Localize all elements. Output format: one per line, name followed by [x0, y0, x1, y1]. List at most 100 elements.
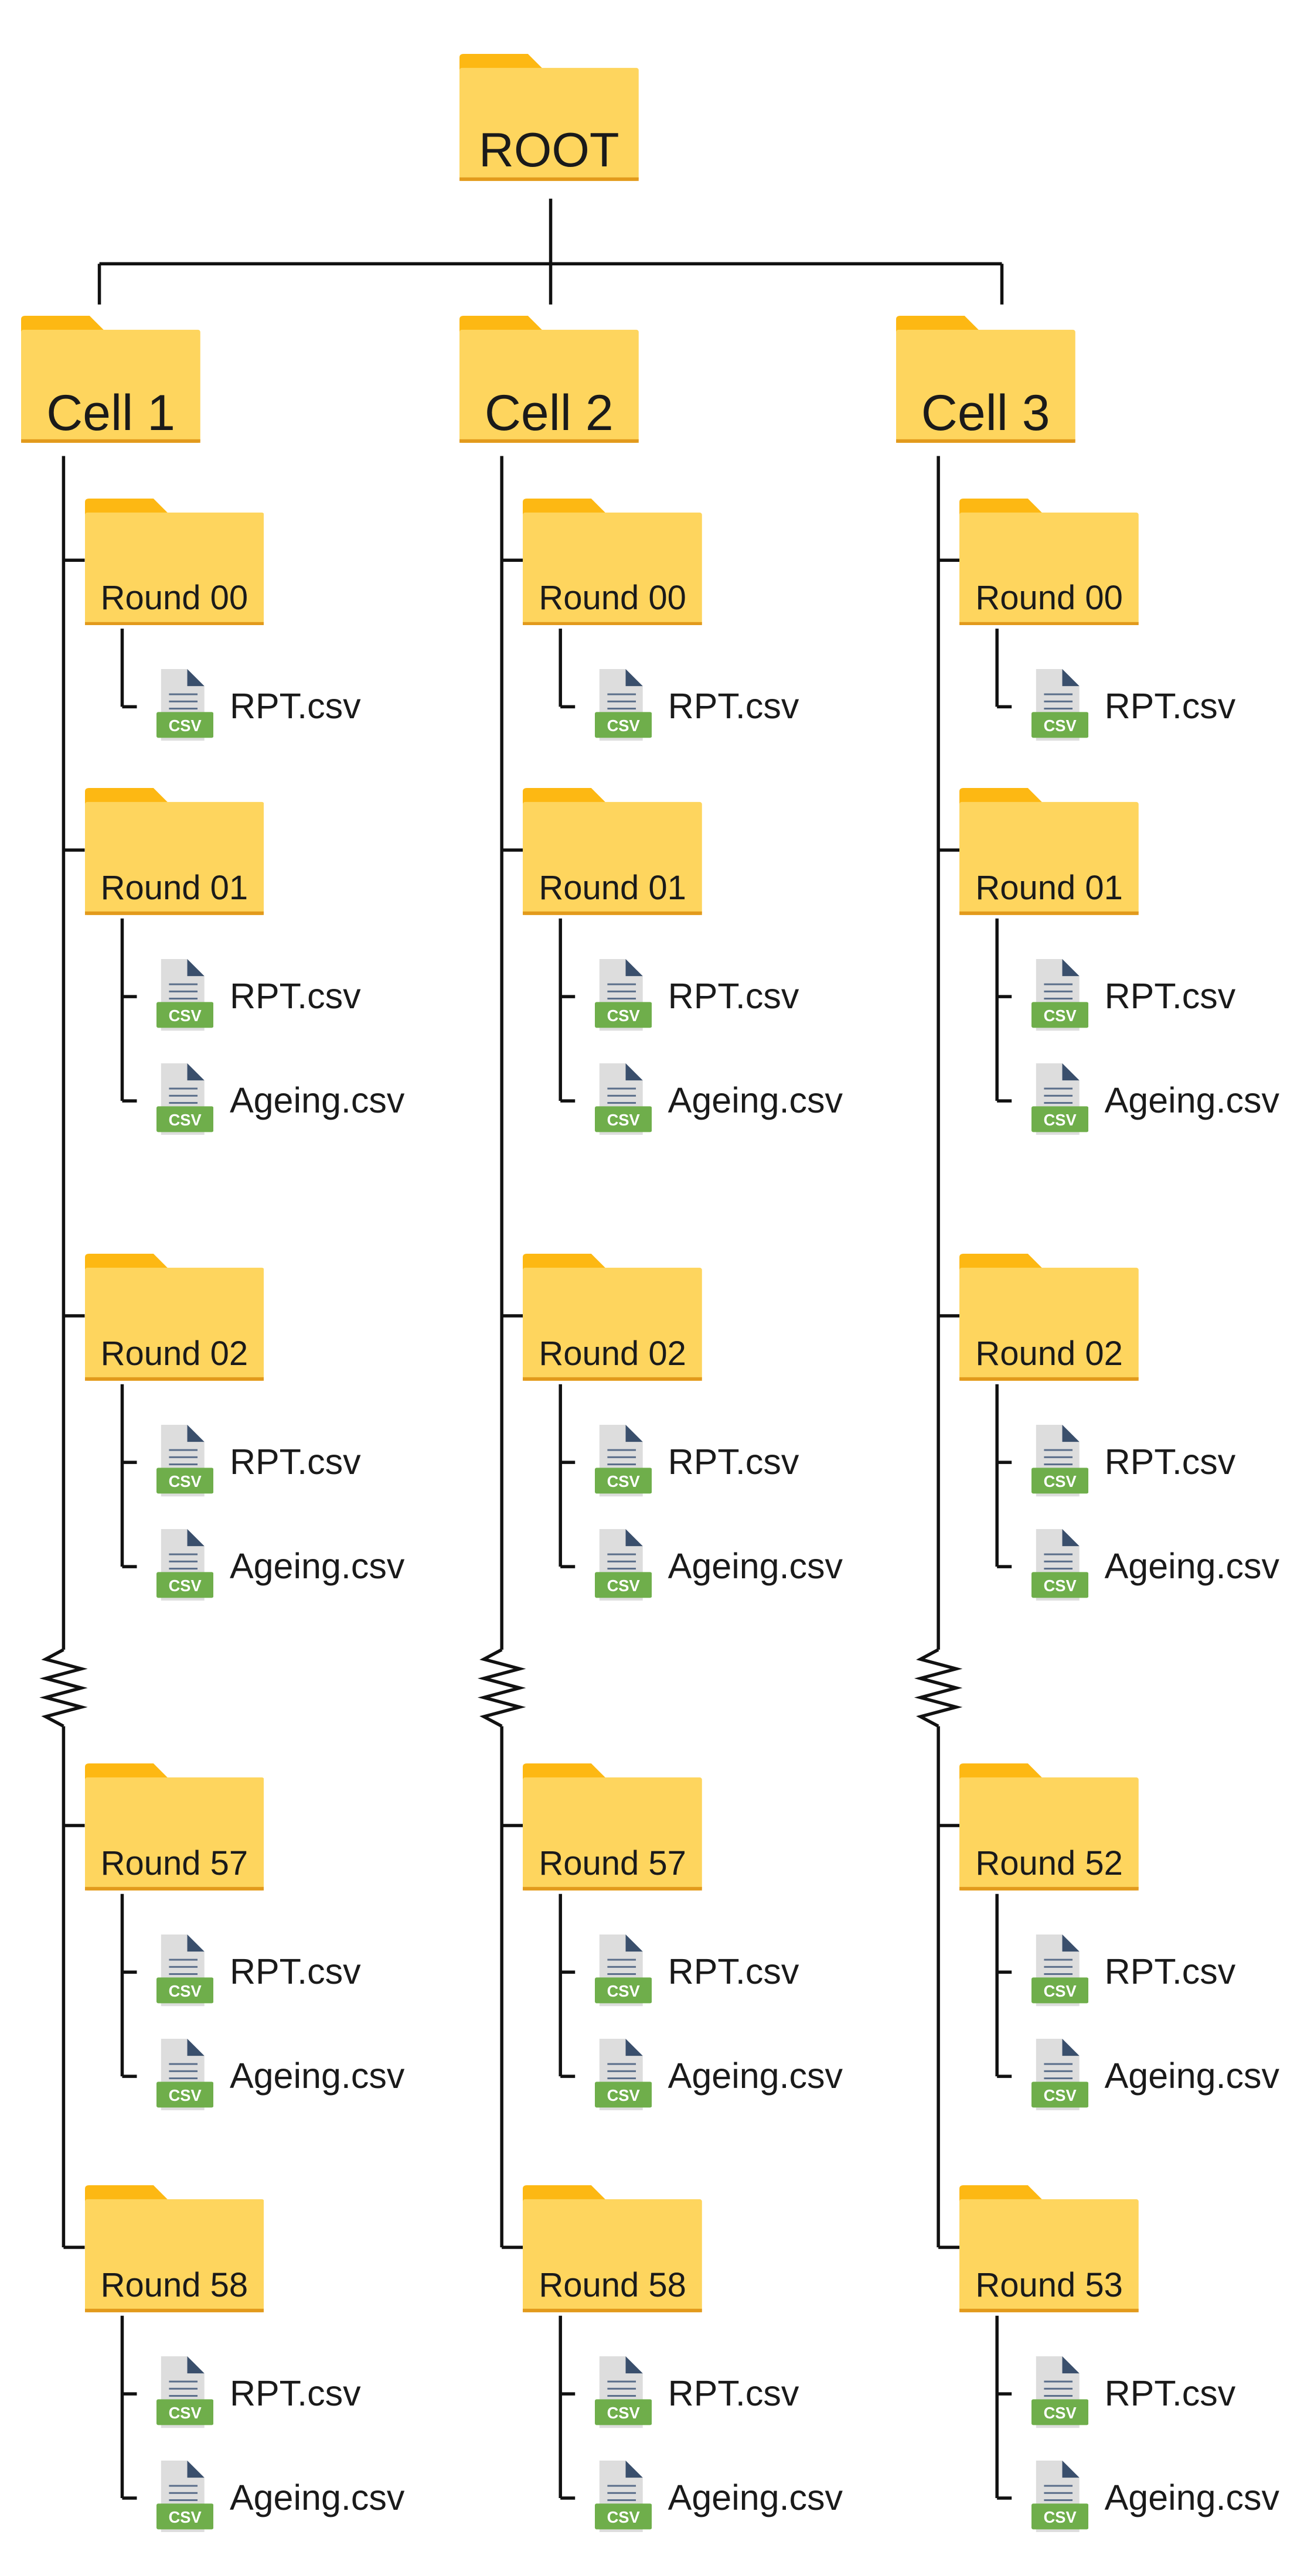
- folder-label: Cell 3: [921, 384, 1050, 441]
- csv-file-icon: CSV: [1031, 959, 1088, 1031]
- folder-label: ROOT: [478, 122, 619, 178]
- csv-badge: CSV: [607, 716, 640, 735]
- csv-badge: CSV: [607, 1111, 640, 1129]
- round-folder[interactable]: Round 00: [523, 498, 703, 626]
- csv-file-icon: CSV: [1031, 1425, 1088, 1497]
- folder-label: Cell 2: [484, 384, 614, 441]
- csv-file-icon: CSV: [156, 1425, 214, 1497]
- csv-file-icon: CSV: [156, 1063, 214, 1135]
- csv-badge: CSV: [168, 1577, 202, 1595]
- csv-badge: CSV: [168, 2086, 202, 2104]
- csv-file-icon: CSV: [594, 1529, 652, 1601]
- round-folder[interactable]: Round 00: [959, 498, 1139, 626]
- csv-badge: CSV: [168, 2508, 202, 2526]
- file-name[interactable]: Ageing.csv: [1104, 1080, 1280, 1121]
- folder-icon: [523, 1254, 703, 1381]
- round-folder[interactable]: Round 01: [959, 788, 1139, 916]
- round-folder[interactable]: Round 57: [84, 1763, 264, 1891]
- folder-icon: [959, 498, 1139, 626]
- file-name[interactable]: RPT.csv: [1104, 2373, 1236, 2414]
- csv-badge: CSV: [607, 1006, 640, 1025]
- csv-file-icon: CSV: [594, 1425, 652, 1497]
- file-name[interactable]: RPT.csv: [1104, 1951, 1236, 1992]
- file-name[interactable]: Ageing.csv: [668, 2056, 843, 2096]
- round-folder[interactable]: Round 57: [523, 1763, 703, 1891]
- file-name[interactable]: Ageing.csv: [229, 2478, 405, 2518]
- round-folder[interactable]: Round 01: [523, 788, 703, 916]
- folder-icon: [523, 498, 703, 626]
- file-name[interactable]: Ageing.csv: [1104, 2478, 1280, 2518]
- file-name[interactable]: RPT.csv: [1104, 1442, 1236, 1482]
- folder-icon: [959, 2185, 1139, 2313]
- csv-badge: CSV: [168, 2404, 202, 2422]
- file-name[interactable]: RPT.csv: [1104, 686, 1236, 726]
- round-folder[interactable]: Round 53: [959, 2185, 1139, 2313]
- folder-icon: [459, 53, 639, 181]
- discontinuity-zigzag: [477, 1648, 526, 1728]
- file-name[interactable]: RPT.csv: [1104, 976, 1236, 1016]
- file-name[interactable]: Ageing.csv: [1104, 1546, 1280, 1586]
- csv-badge: CSV: [1043, 2086, 1077, 2104]
- folder-icon: [84, 788, 264, 916]
- cell-folder-2[interactable]: Cell 2: [459, 316, 639, 443]
- csv-file-icon: CSV: [1031, 1529, 1088, 1601]
- folder-icon: [84, 498, 264, 626]
- file-name[interactable]: RPT.csv: [229, 976, 361, 1016]
- discontinuity-zigzag: [39, 1648, 88, 1728]
- csv-badge: CSV: [1043, 1982, 1077, 2000]
- round-folder[interactable]: Round 00: [84, 498, 264, 626]
- csv-badge: CSV: [607, 2404, 640, 2422]
- file-name[interactable]: RPT.csv: [668, 2373, 799, 2414]
- csv-file-icon: CSV: [594, 1063, 652, 1135]
- file-name[interactable]: Ageing.csv: [668, 2478, 843, 2518]
- round-folder[interactable]: Round 02: [84, 1254, 264, 1381]
- folder-label: Round 00: [975, 579, 1123, 617]
- folder-label: Round 58: [100, 2266, 248, 2305]
- csv-file-icon: CSV: [594, 959, 652, 1031]
- round-folder[interactable]: Round 58: [523, 2185, 703, 2313]
- file-name[interactable]: RPT.csv: [668, 1442, 799, 1482]
- file-name[interactable]: RPT.csv: [229, 2373, 361, 2414]
- folder-label: Round 01: [539, 869, 686, 907]
- file-name[interactable]: Ageing.csv: [668, 1546, 843, 1586]
- round-folder[interactable]: Round 52: [959, 1763, 1139, 1891]
- csv-file-icon: CSV: [156, 669, 214, 741]
- round-folder[interactable]: Round 02: [523, 1254, 703, 1381]
- file-name[interactable]: RPT.csv: [229, 686, 361, 726]
- folder-icon: [21, 316, 200, 443]
- round-folder[interactable]: Round 58: [84, 2185, 264, 2313]
- cell-folder-3[interactable]: Cell 3: [896, 316, 1075, 443]
- file-name[interactable]: RPT.csv: [668, 976, 799, 1016]
- round-folder[interactable]: Round 01: [84, 788, 264, 916]
- csv-file-icon: CSV: [1031, 2356, 1088, 2428]
- folder-label: Round 02: [100, 1335, 248, 1373]
- file-name[interactable]: Ageing.csv: [229, 2056, 405, 2096]
- discontinuity-zigzag: [914, 1648, 963, 1728]
- round-folder[interactable]: Round 02: [959, 1254, 1139, 1381]
- file-name[interactable]: RPT.csv: [668, 686, 799, 726]
- csv-file-icon: CSV: [156, 2356, 214, 2428]
- csv-badge: CSV: [1043, 1006, 1077, 1025]
- cell-folder-1[interactable]: Cell 1: [21, 316, 200, 443]
- file-name[interactable]: RPT.csv: [229, 1951, 361, 1992]
- file-name[interactable]: Ageing.csv: [1104, 2056, 1280, 2096]
- folder-label: Round 02: [539, 1335, 686, 1373]
- file-name[interactable]: Ageing.csv: [229, 1080, 405, 1121]
- csv-file-icon: CSV: [594, 669, 652, 741]
- csv-badge: CSV: [607, 2086, 640, 2104]
- file-name[interactable]: Ageing.csv: [229, 1546, 405, 1586]
- folder-icon: [459, 316, 639, 443]
- folder-label: Round 52: [975, 1844, 1123, 1883]
- csv-file-icon: CSV: [1031, 669, 1088, 741]
- csv-file-icon: CSV: [594, 2356, 652, 2428]
- file-name[interactable]: RPT.csv: [668, 1951, 799, 1992]
- file-name[interactable]: RPT.csv: [229, 1442, 361, 1482]
- csv-badge: CSV: [1043, 2404, 1077, 2422]
- folder-label: Round 01: [100, 869, 248, 907]
- root-folder[interactable]: ROOT: [459, 53, 639, 181]
- folder-icon: [84, 2185, 264, 2313]
- csv-file-icon: CSV: [156, 959, 214, 1031]
- csv-badge: CSV: [607, 1472, 640, 1490]
- file-name[interactable]: Ageing.csv: [668, 1080, 843, 1121]
